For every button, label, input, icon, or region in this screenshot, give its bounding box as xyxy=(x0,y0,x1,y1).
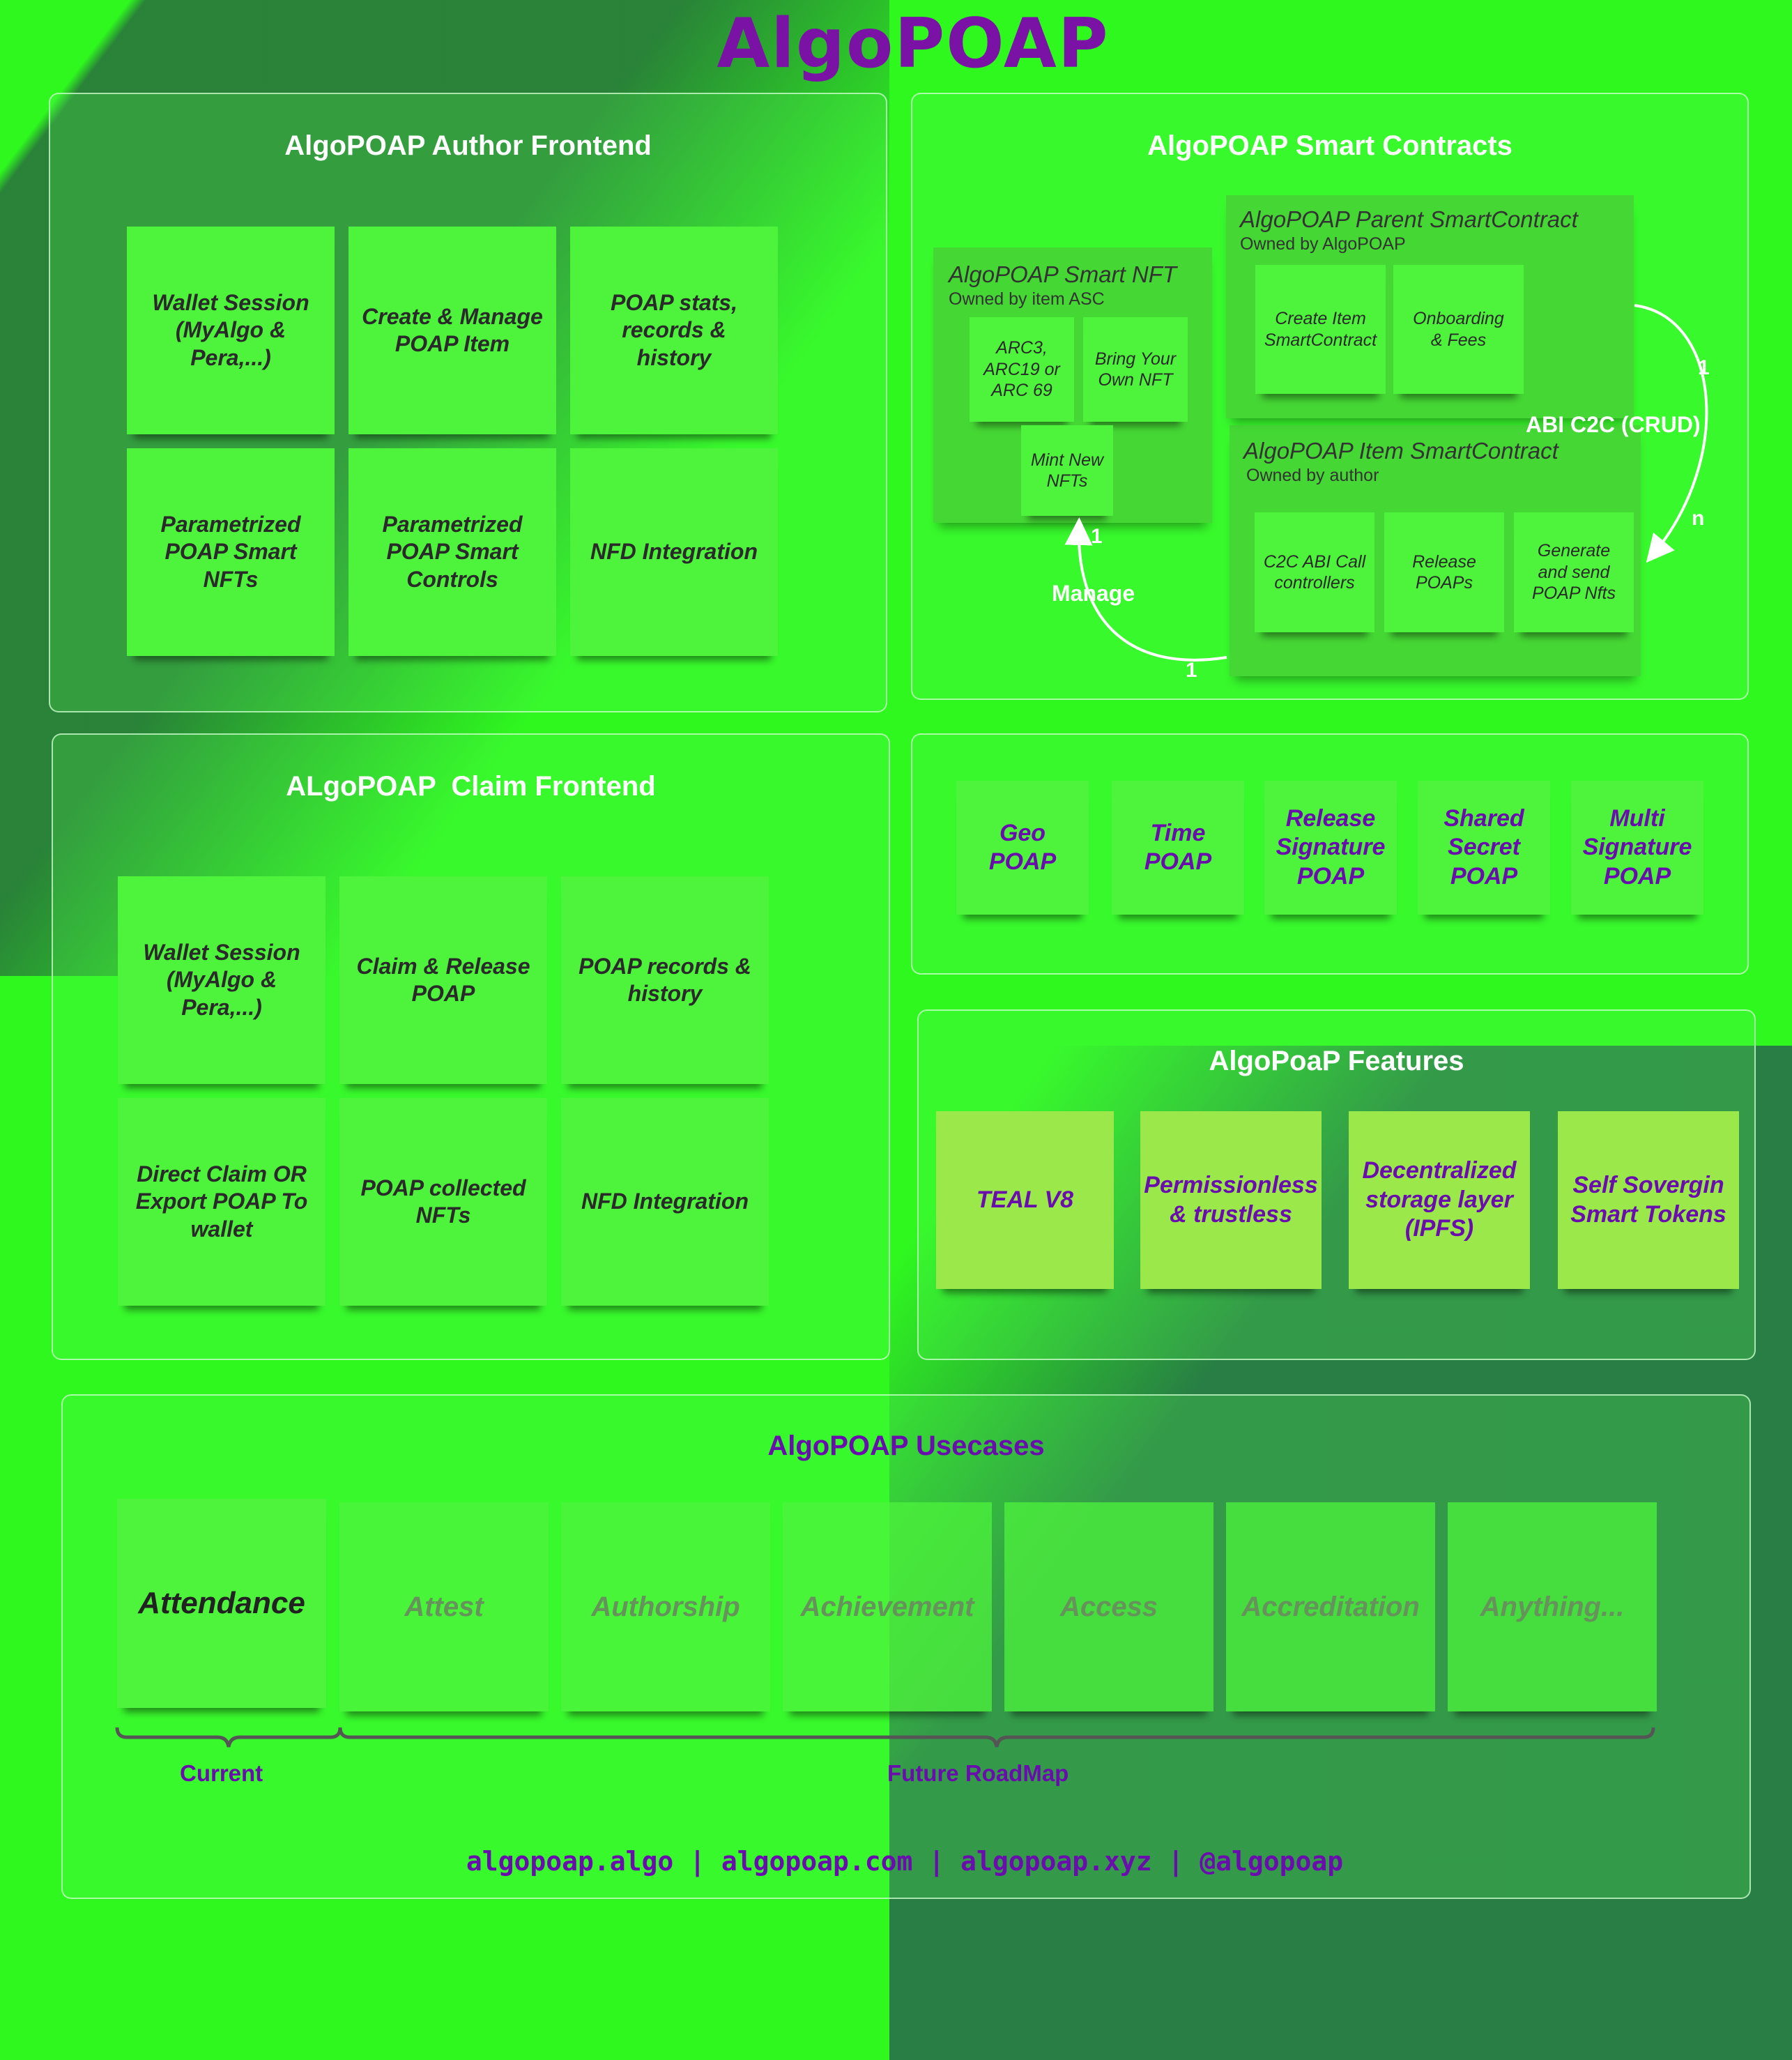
item-contract-owner: Owned by author xyxy=(1246,466,1379,485)
author-note-wallet-session: Wallet Session (MyAlgo & Pera,...) xyxy=(127,227,335,434)
usecase-authorship: Authorship xyxy=(561,1502,770,1711)
claim-frontend-title: ALgoPOAP Claim Frontend xyxy=(286,771,656,802)
parent-contract-group: AlgoPOAP Parent SmartContract Owned by A… xyxy=(1226,195,1634,418)
logo: AlgoPOAP xyxy=(717,4,1110,84)
author-note-smart-controls: Parametrized POAP Smart Controls xyxy=(349,448,556,656)
parent-contract-title: AlgoPOAP Parent SmartContract xyxy=(1240,206,1578,232)
claim-note-claim-release: Claim & Release POAP xyxy=(339,876,547,1084)
footer-links: algopoap.algo | algopoap.com | algopoap.… xyxy=(466,1846,1344,1877)
claim-frontend-panel: ALgoPOAP Claim Frontend Wallet Session (… xyxy=(52,733,890,1360)
usecase-access: Access xyxy=(1004,1502,1213,1711)
usecase-accreditation: Accreditation xyxy=(1226,1502,1435,1711)
smart-contracts-panel: AlgoPOAP Smart Contracts AlgoPOAP Smart … xyxy=(911,93,1749,700)
item-note-generate-send: Generate and send POAP Nfts xyxy=(1514,512,1634,632)
abi-n-label: n xyxy=(1692,507,1705,530)
current-label: Current xyxy=(180,1760,263,1786)
parent-note-onboarding: Onboarding & Fees xyxy=(1393,265,1524,394)
feature-self-sovereign: Self Sovergin Smart Tokens xyxy=(1558,1111,1739,1289)
manage-one-top-label: 1 xyxy=(1091,525,1103,548)
author-frontend-panel: AlgoPOAP Author Frontend Wallet Session … xyxy=(49,93,887,712)
item-note-release-poaps: Release POAPs xyxy=(1384,512,1504,632)
poap-type-multi-signature: Multi Signature POAP xyxy=(1571,781,1703,915)
manage-connector xyxy=(1064,517,1227,662)
smart-contracts-title: AlgoPOAP Smart Contracts xyxy=(1147,130,1513,161)
smart-nft-group: AlgoPOAP Smart NFT Owned by item ASC ARC… xyxy=(933,247,1212,523)
smart-nft-title: AlgoPOAP Smart NFT xyxy=(949,261,1177,287)
author-note-create-manage: Create & Manage POAP Item xyxy=(349,227,556,434)
poap-type-time: Time POAP xyxy=(1112,781,1244,915)
claim-note-records-history: POAP records & history xyxy=(561,876,769,1084)
manage-one-bottom-label: 1 xyxy=(1186,659,1197,682)
author-frontend-title: AlgoPOAP Author Frontend xyxy=(284,130,652,161)
claim-note-direct-claim: Direct Claim OR Export POAP To wallet xyxy=(118,1098,326,1306)
features-title: AlgoPoaP Features xyxy=(1209,1046,1464,1076)
parent-note-create-item: Create Item SmartContract xyxy=(1255,265,1386,394)
claim-note-wallet-session: Wallet Session (MyAlgo & Pera,...) xyxy=(118,876,326,1084)
usecase-attendance: Attendance xyxy=(117,1499,326,1708)
item-contract-group: AlgoPOAP Item SmartContract Owned by aut… xyxy=(1230,425,1641,676)
author-note-poap-stats: POAP stats, records & history xyxy=(570,227,778,434)
claim-note-nfd-integration: NFD Integration xyxy=(561,1098,769,1306)
smart-nft-note-mint: Mint New NFTs xyxy=(1021,425,1113,516)
usecase-anything: Anything... xyxy=(1448,1502,1657,1711)
author-note-nfd-integration: NFD Integration xyxy=(570,448,778,656)
poap-type-geo: Geo POAP xyxy=(956,781,1089,915)
author-note-smart-nfts: Parametrized POAP Smart NFTs xyxy=(127,448,335,656)
features-panel: AlgoPoaP Features TEAL V8 Permissionless… xyxy=(917,1009,1756,1360)
poap-type-shared-secret: Shared Secret POAP xyxy=(1418,781,1550,915)
item-contract-title: AlgoPOAP Item SmartContract xyxy=(1243,438,1559,464)
feature-permissionless: Permissionless & trustless xyxy=(1140,1111,1322,1289)
usecases-title: AlgoPOAP Usecases xyxy=(767,1430,1045,1461)
poap-type-release-signature: Release Signature POAP xyxy=(1264,781,1397,915)
abi-c2c-connector xyxy=(1634,304,1708,563)
usecase-achievement: Achievement xyxy=(783,1502,992,1711)
feature-decentralized-storage: Decentralized storage layer (IPFS) xyxy=(1349,1111,1530,1289)
future-roadmap-label: Future RoadMap xyxy=(887,1760,1069,1786)
poap-types-panel: Geo POAP Time POAP Release Signature POA… xyxy=(911,733,1749,975)
smart-nft-owner: Owned by item ASC xyxy=(949,289,1105,309)
abi-c2c-label: ABI C2C (CRUD) xyxy=(1526,412,1701,437)
item-note-c2c-abi: C2C ABI Call controllers xyxy=(1255,512,1374,632)
usecase-attest: Attest xyxy=(339,1502,549,1711)
parent-contract-owner: Owned by AlgoPOAP xyxy=(1240,234,1406,254)
smart-nft-note-arc: ARC3, ARC19 or ARC 69 xyxy=(970,317,1074,422)
claim-note-collected-nfts: POAP collected NFTs xyxy=(339,1098,547,1306)
feature-teal-v8: TEAL V8 xyxy=(936,1111,1114,1289)
current-brace xyxy=(115,1727,342,1748)
smart-nft-note-byo: Bring Your Own NFT xyxy=(1083,317,1188,422)
future-roadmap-brace xyxy=(338,1727,1655,1748)
